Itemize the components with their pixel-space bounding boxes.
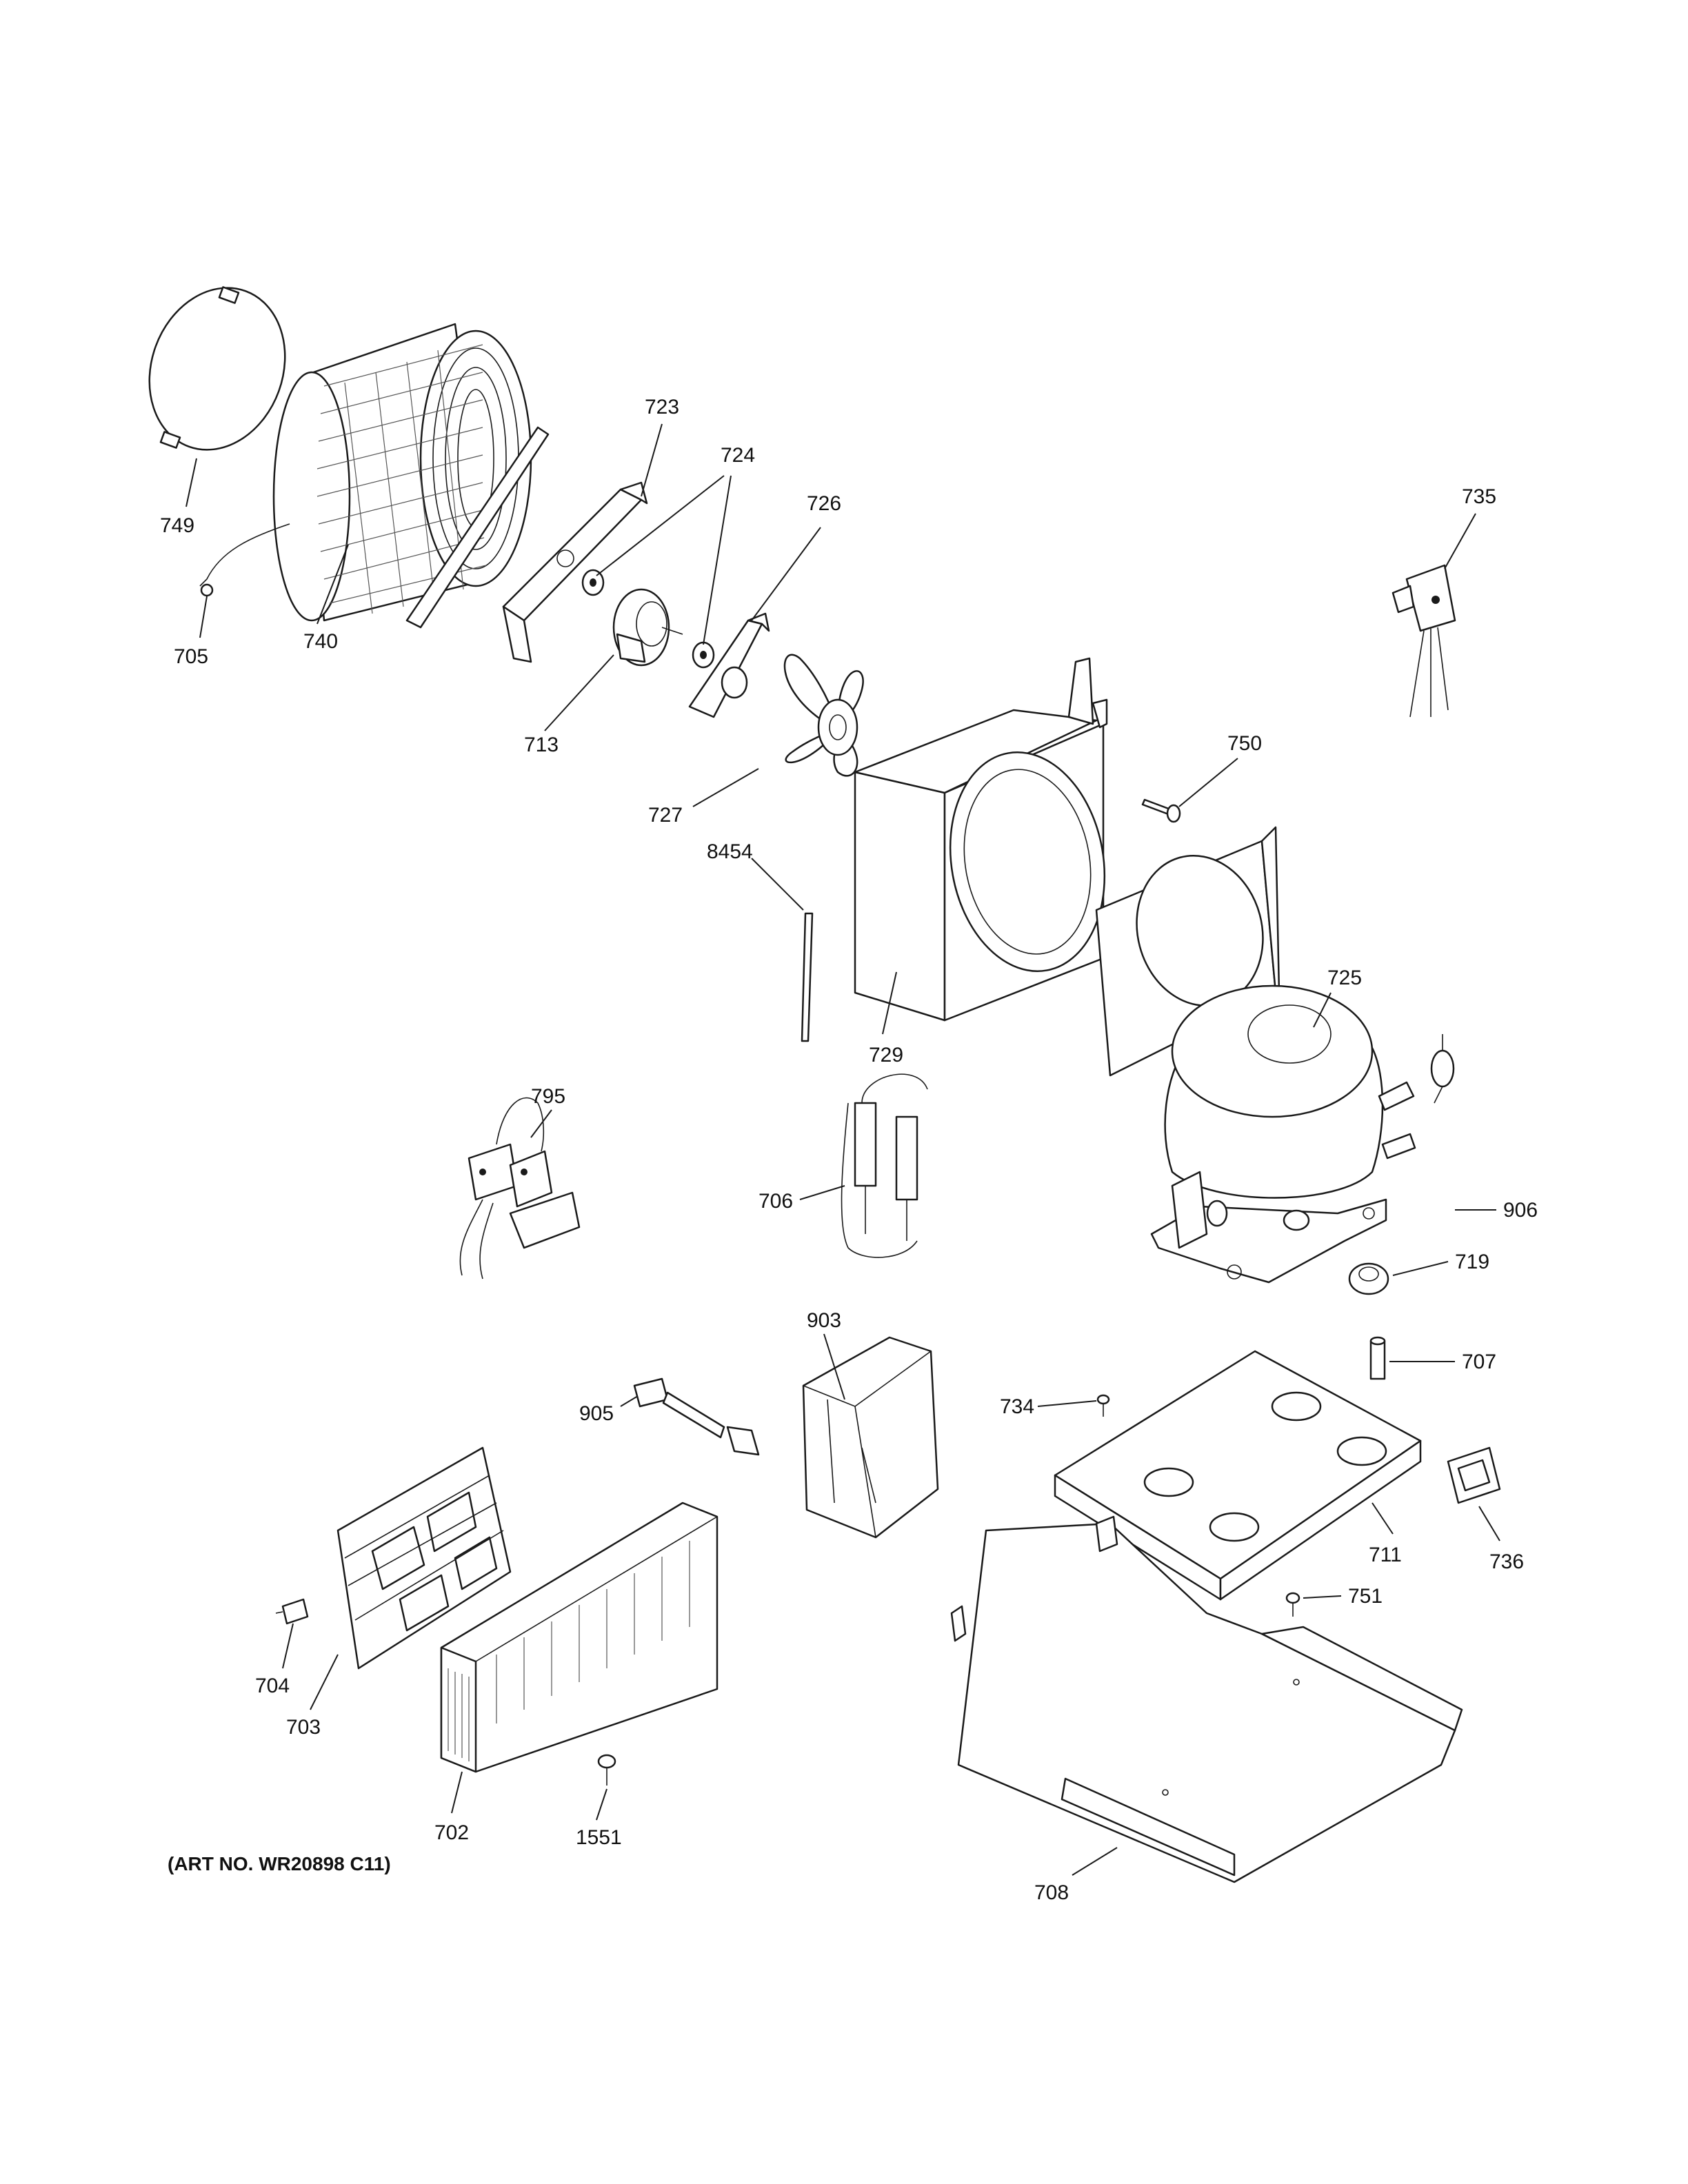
bracket-723 <box>502 481 648 663</box>
screw-750 <box>1141 798 1181 823</box>
fan-shroud-729 <box>854 657 1108 1022</box>
callout-750: 750 <box>1227 732 1262 755</box>
board-cover-702 <box>440 1502 719 1773</box>
fan-blade-727 <box>783 654 864 777</box>
connector-704 <box>275 1598 309 1625</box>
callout-905: 905 <box>579 1402 614 1425</box>
tray-711 <box>1054 1350 1422 1601</box>
callout-702: 702 <box>434 1821 469 1844</box>
callout-726: 726 <box>807 492 841 515</box>
condenser-coil-740 <box>199 323 550 629</box>
fan-motor-713 <box>612 588 683 667</box>
callout-labels: 749 740 705 723 724 726 713 727 735 750 … <box>160 396 1538 1904</box>
callout-725: 725 <box>1327 967 1362 989</box>
art-number: (ART NO. WR20898 C11) <box>168 1853 391 1874</box>
callout-704: 704 <box>255 1675 290 1697</box>
callout-719: 719 <box>1455 1251 1489 1273</box>
callout-734: 734 <box>1000 1395 1034 1418</box>
callout-1551: 1551 <box>576 1826 622 1849</box>
callout-749: 749 <box>160 514 194 537</box>
grommet-724 <box>581 569 715 669</box>
callout-795: 795 <box>531 1085 565 1108</box>
callout-735: 735 <box>1462 485 1496 508</box>
callout-707: 707 <box>1462 1351 1496 1373</box>
switch-736 <box>1447 1446 1501 1504</box>
bracket-726 <box>688 612 770 718</box>
callout-736: 736 <box>1489 1550 1524 1573</box>
callout-706: 706 <box>758 1190 793 1213</box>
callout-8454: 8454 <box>707 840 753 863</box>
callout-703: 703 <box>286 1716 321 1739</box>
harness-905 <box>633 1377 760 1456</box>
clip-705 <box>200 583 214 597</box>
callout-729: 729 <box>869 1044 903 1066</box>
compressor-725 <box>1150 984 1416 1284</box>
cover-plate-749 <box>148 286 286 451</box>
dryer-906 <box>1430 1034 1455 1104</box>
callout-727: 727 <box>648 804 683 827</box>
spacer-707 <box>1369 1336 1386 1380</box>
callout-713: 713 <box>524 734 559 756</box>
screw-1551 <box>597 1754 616 1786</box>
screw-751 <box>1285 1592 1300 1617</box>
callout-906: 906 <box>1503 1199 1538 1222</box>
drier-706 <box>841 1073 928 1258</box>
leader-lines <box>185 423 1500 1876</box>
callout-708: 708 <box>1034 1881 1069 1904</box>
relay-735 <box>1391 564 1456 718</box>
screw-734 <box>1096 1394 1110 1417</box>
callout-723: 723 <box>645 396 679 418</box>
control-board-703 <box>336 1446 512 1670</box>
callout-705: 705 <box>174 645 208 668</box>
grommet-719 <box>1348 1262 1389 1295</box>
water-valve-795 <box>459 1097 581 1280</box>
inverter-903 <box>802 1336 939 1539</box>
callout-724: 724 <box>721 444 755 467</box>
callout-903: 903 <box>807 1309 841 1332</box>
callout-711: 711 <box>1369 1544 1402 1566</box>
gasket-strip-8454 <box>801 912 814 1042</box>
base-pan-708 <box>950 1515 1463 1883</box>
callout-740: 740 <box>303 630 338 653</box>
callout-751: 751 <box>1348 1585 1383 1608</box>
